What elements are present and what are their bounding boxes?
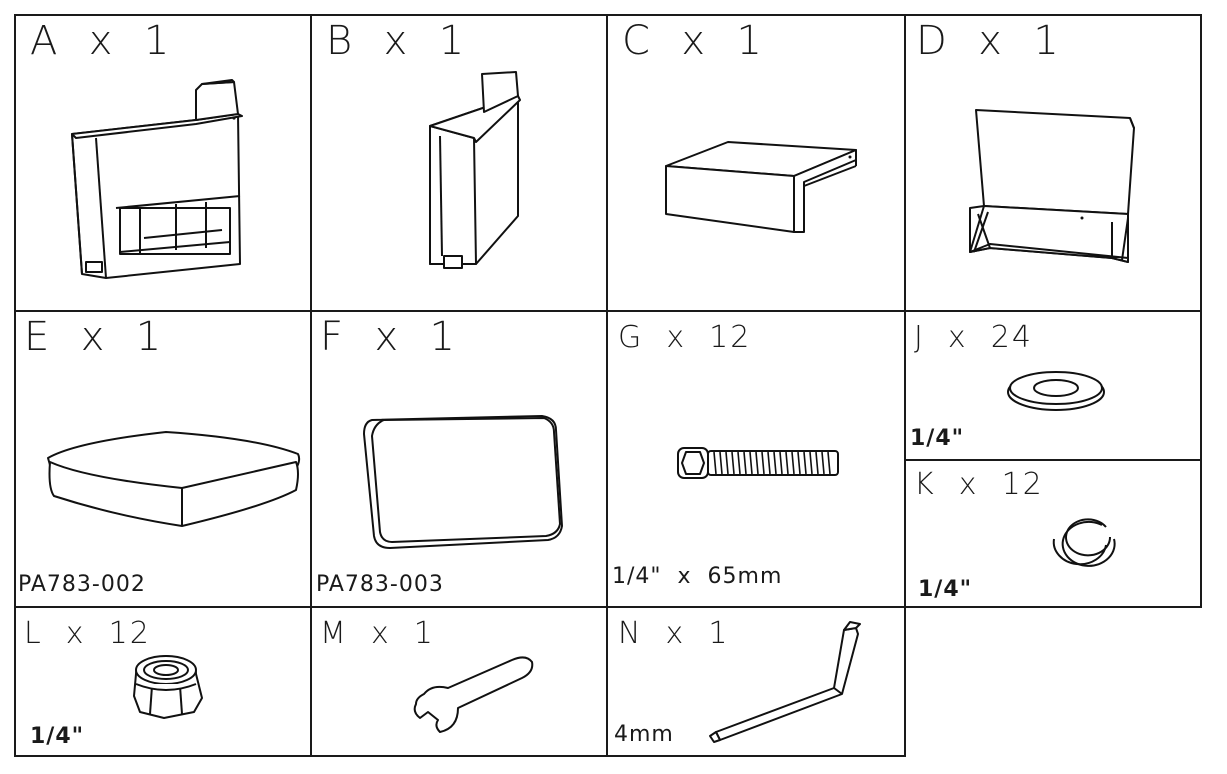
part-label-a: A x 1 (30, 18, 172, 64)
part-label-j: J x 24 (914, 320, 1033, 355)
sofa-left-arm-section-icon (16, 16, 310, 310)
part-cell-e: E x 1 PA783-002 (16, 312, 310, 606)
grid-col-line-2 (606, 14, 608, 756)
part-cell-b: B x 1 (312, 16, 606, 310)
grid-border-top (14, 14, 1202, 16)
part-label-d: D x 1 (916, 18, 1061, 64)
part-cell-f: F x 1 PA783-003 (312, 312, 606, 606)
part-cell-g: G x 12 1/4" x 65mm (608, 312, 904, 606)
lock-nut-icon (16, 608, 310, 755)
grid-row-line-1 (14, 310, 1202, 312)
wrench-icon (312, 608, 606, 755)
grid-col-line-1 (310, 14, 312, 756)
part-cell-a: A x 1 (16, 16, 310, 310)
spring-washer-icon (906, 461, 1200, 606)
part-code-f: PA783-003 (316, 572, 444, 597)
part-spec-l: 1/4" (30, 724, 85, 749)
part-cell-d: D x 1 (906, 16, 1200, 310)
flat-washer-icon (906, 312, 1200, 459)
part-label-f: F x 1 (320, 314, 457, 360)
part-cell-l: L x 12 1/4" (16, 608, 310, 755)
allen-key-icon (608, 608, 904, 755)
seat-cushion-icon (16, 312, 310, 606)
grid-row-line-2 (14, 606, 1202, 608)
part-label-m: M x 1 (320, 616, 435, 651)
part-label-b: B x 1 (326, 18, 467, 64)
grid-col-line-3 (904, 14, 906, 756)
grid-border-left (14, 14, 16, 756)
sofa-frame-section-icon (906, 16, 1200, 310)
part-code-e: PA783-002 (18, 572, 146, 597)
part-cell-j: J x 24 1/4" (906, 312, 1200, 459)
part-label-e: E x 1 (24, 314, 164, 360)
part-cell-c: C x 1 (608, 16, 904, 310)
hex-bolt-icon (608, 312, 904, 606)
part-label-n: N x 1 (618, 616, 730, 651)
sofa-arm-section-icon (312, 16, 606, 310)
part-label-k: K x 12 (914, 467, 1044, 502)
part-label-c: C x 1 (622, 18, 764, 64)
table-top-panel-icon (608, 16, 904, 310)
part-label-g: G x 12 (618, 320, 752, 355)
grid-jk-divider (904, 459, 1202, 461)
part-spec-g: 1/4" x 65mm (612, 564, 783, 589)
part-spec-j: 1/4" (910, 426, 965, 451)
part-spec-k: 1/4" (918, 577, 973, 602)
grid-row-line-bottom (14, 755, 906, 757)
back-cushion-icon (312, 312, 606, 606)
part-cell-n: N x 1 4mm (608, 608, 904, 755)
part-cell-k: K x 12 1/4" (906, 461, 1200, 606)
part-cell-m: M x 1 (312, 608, 606, 755)
part-spec-n: 4mm (614, 722, 674, 747)
part-label-l: L x 12 (24, 616, 151, 651)
